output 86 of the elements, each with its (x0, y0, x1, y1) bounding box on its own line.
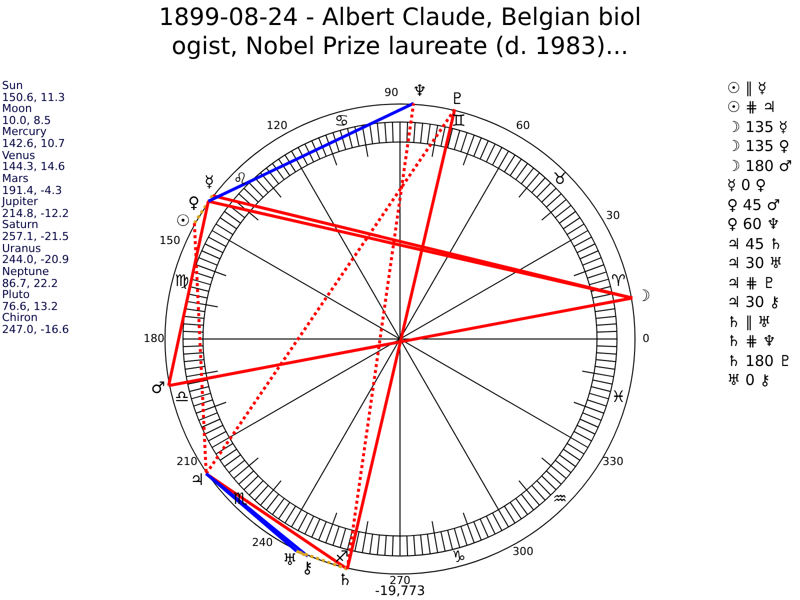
planet-glyph: ☉ (176, 212, 190, 230)
aspect-line (346, 109, 456, 570)
planet-glyph: ⚷ (301, 559, 314, 577)
aspect-entry: ♄ ⋕ ♆ (727, 333, 776, 350)
planet-coordinates: 150.6, 11.3 (2, 92, 65, 104)
aspect-entry: ♀ 45 ♂ (727, 196, 780, 214)
planet-coordinates: 10.0, 8.5 (2, 114, 51, 127)
planet-coordinates: 142.6, 10.7 (2, 138, 65, 150)
planet-coordinates: 76.6, 13.2 (2, 300, 58, 313)
aspect-line (346, 103, 416, 570)
planet-name: Saturn (2, 219, 38, 232)
aspect-entry: ♃ ⋕ ♇ (727, 274, 776, 292)
zodiac-sign: ♎ (174, 388, 190, 406)
planet-coordinates: 191.4, -4.3 (2, 184, 62, 197)
aspect-line (296, 550, 348, 570)
planet-name: Neptune (2, 266, 50, 278)
zodiac-sign: ♋ (334, 112, 349, 130)
degree-label: 90 (384, 87, 398, 100)
zodiac-sign: ♊ (451, 112, 466, 130)
planet-name: Mercury (2, 126, 47, 138)
aspect-entry: ☉ ∥ ☿ (727, 80, 767, 96)
aspect-entry: ♄ 180 ♇ (727, 352, 792, 370)
aspect-entry: ☽ 135 ♀ (727, 138, 790, 155)
degree-label: 180 (144, 333, 164, 346)
zodiac-sign: ♌ (233, 170, 248, 188)
planet-glyph: ☽ (636, 287, 651, 305)
planet-coordinates: 247.0, -16.6 (2, 324, 69, 336)
aspect-entry: ♃ 45 ♄ (727, 236, 783, 252)
degree-label: 300 (512, 546, 534, 558)
aspect-line (192, 223, 208, 474)
zodiac-sign: ♐ (334, 548, 349, 566)
planet-coordinates: 214.8, -12.2 (2, 208, 69, 220)
aspect-line (167, 200, 210, 386)
planet-coordinates: 257.1, -21.5 (2, 231, 69, 244)
planet-glyph: ♂ (150, 378, 166, 396)
aspect-entry: ☿ 0 ♀ (727, 177, 766, 194)
aspect-entry: ♄ ∥ ♅ (727, 314, 771, 330)
zodiac-sign: ♓ (611, 388, 626, 406)
degree-label: 30 (606, 210, 620, 222)
zodiac-sign: ♏ (233, 490, 248, 508)
aspect-entry: ♃ 30 ♅ (727, 255, 783, 272)
chart-value: -19,773 (375, 585, 426, 600)
planet-glyph: ♅ (282, 551, 298, 569)
degree-label: 120 (266, 120, 288, 132)
planet-glyph: ☿ (204, 172, 214, 190)
aspect-line (208, 102, 414, 203)
planet-coordinates: 144.3, 14.6 (2, 161, 65, 174)
zodiac-sign: ♍ (174, 272, 190, 290)
aspect-line (205, 472, 309, 558)
planet-coordinates: 244.0, -20.9 (2, 254, 69, 266)
degree-label: 0 (642, 333, 650, 346)
degree-label: 150 (159, 235, 180, 248)
aspect-entry: ☉ ⋕ ♃ (727, 99, 776, 116)
aspect-entry: ☽ 135 ☿ (727, 118, 788, 136)
aspect-entry: ♃ 30 ⚷ (727, 294, 780, 311)
planet-glyph: ♃ (190, 470, 205, 489)
zodiac-sign: ♉ (552, 170, 568, 188)
aspect-line (168, 296, 633, 388)
aspect-line (296, 550, 308, 558)
degree-label: 210 (176, 456, 198, 468)
planet-glyph: ♄ (338, 570, 352, 588)
planet-name: Jupiter (2, 196, 38, 208)
zodiac-sign: ♈ (611, 272, 626, 290)
zodiac-sign: ♒ (552, 490, 568, 508)
planet-coordinates: 86.7, 22.2 (2, 278, 58, 290)
planet-glyph: ♀ (188, 194, 200, 212)
planet-name: Sun (2, 80, 23, 92)
zodiac-sign: ♑ (451, 548, 466, 566)
degree-label: 330 (602, 456, 624, 468)
aspect-line (204, 108, 456, 475)
degree-label: 240 (252, 536, 273, 550)
chart-title: 1899-08-24 - Albert Claude, Belgian biol ogist, Nobel Prize laureate (d. 1983)... (158, 3, 642, 61)
planet-name: Mars (2, 172, 28, 186)
aspect-entry: ☽ 180 ♂ (727, 158, 792, 174)
planet-name: Chiron (2, 312, 38, 324)
degree-label: 270 (390, 575, 410, 587)
degree-label: 60 (516, 120, 530, 132)
aspect-entry: ♀ 60 ♆ (727, 216, 780, 233)
aspect-line (207, 194, 214, 202)
planet-glyph: ♇ (450, 90, 465, 108)
planet-name: Uranus (2, 242, 41, 255)
planet-name: Pluto (2, 289, 30, 302)
planet-name: Moon (2, 103, 32, 116)
planet-name: Venus (2, 150, 36, 162)
planet-glyph: ♆ (412, 82, 427, 100)
aspect-entry: ♅ 0 ⚷ (727, 372, 771, 389)
